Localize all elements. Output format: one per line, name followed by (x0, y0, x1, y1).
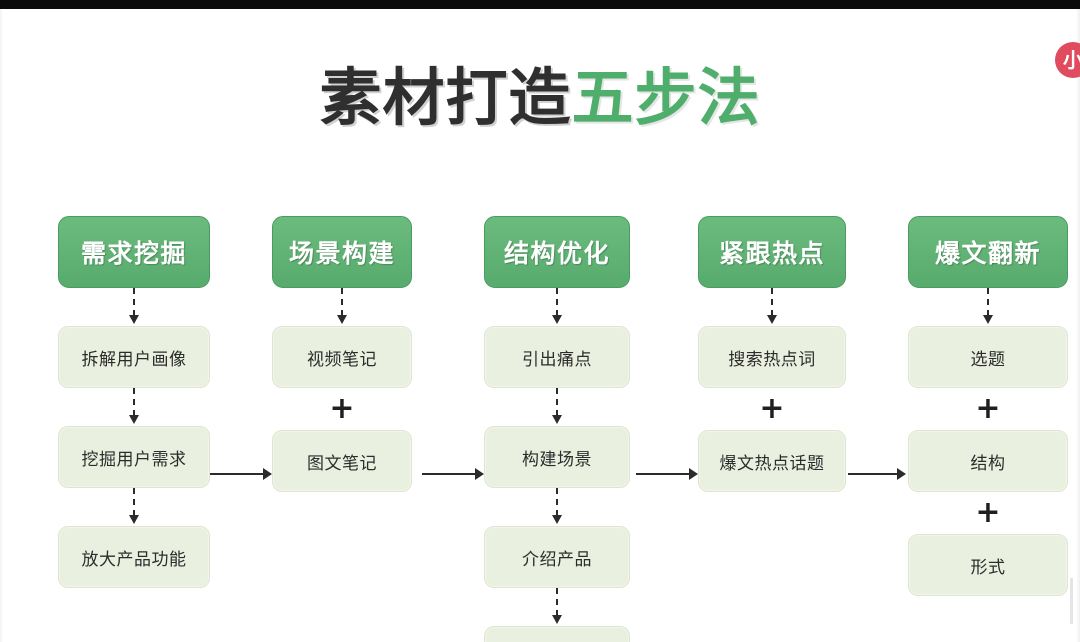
step-arrow-head-icon (475, 468, 484, 480)
sub-step-box[interactable]: 选题 (908, 326, 1068, 388)
arrow-head-icon (129, 315, 139, 324)
flow-column-2: 场景构建视频笔记+ 图文笔记 (272, 216, 412, 492)
step-arrow-head-icon (897, 468, 906, 480)
step-arrow-2-3 (422, 468, 484, 480)
step-head-box-3[interactable]: 结构优化 (484, 216, 630, 288)
arrow-head-icon (767, 315, 777, 324)
step-arrow-head-icon (689, 468, 698, 480)
arrow-stem (341, 288, 343, 316)
page-title-accent-part: 五步法 (571, 61, 761, 134)
step-arrow-line (636, 473, 690, 475)
step-arrow-1-2 (210, 468, 272, 480)
arrow-stem (556, 588, 558, 616)
vertical-dashed-arrow-icon (983, 288, 993, 326)
vertical-dashed-arrow-icon (337, 288, 347, 326)
top-letterbox-bar (0, 0, 1080, 9)
arrow-stem (133, 288, 135, 316)
vertical-dashed-arrow-icon (129, 288, 139, 326)
plus-connector-icon: + (759, 391, 785, 426)
page-edge-left (0, 9, 3, 642)
flow-diagram: 需求挖掘拆解用户画像挖掘用户需求放大产品功能场景构建视频笔记+图文笔记结构优化引… (0, 216, 1080, 642)
step-head-box-2[interactable]: 场景构建 (272, 216, 412, 288)
sub-step-box[interactable]: 拆解用户画像 (58, 326, 210, 388)
sub-step-box[interactable]: 构建场景 (484, 426, 630, 488)
step-head-box-5[interactable]: 爆文翻新 (908, 216, 1068, 288)
arrow-stem (133, 388, 135, 416)
page-title: 素材打造五步法 (0, 62, 1080, 134)
arrow-head-icon (337, 315, 347, 324)
arrow-head-icon (129, 515, 139, 524)
sub-step-box[interactable]: 论述效果 (484, 626, 630, 642)
arrow-head-icon (129, 415, 139, 424)
edge-artifact (1070, 578, 1073, 624)
arrow-stem (771, 288, 773, 316)
page-edge-right (1076, 9, 1080, 642)
sub-step-box[interactable]: 介绍产品 (484, 526, 630, 588)
plus-connector-icon: + (975, 495, 1001, 530)
vertical-dashed-arrow-icon (552, 488, 562, 526)
brand-badge-icon: 小 (1055, 42, 1080, 78)
flow-column-5: 爆文翻新选题+结构+形式 (908, 216, 1068, 596)
step-arrow-3-4 (636, 468, 698, 480)
vertical-dashed-arrow-icon (129, 488, 139, 526)
sub-step-box[interactable]: 搜索热点词 (698, 326, 846, 388)
step-arrow-line (422, 473, 476, 475)
sub-step-box[interactable]: 图文笔记 (272, 430, 412, 492)
arrow-stem (556, 488, 558, 516)
sub-step-box[interactable]: 放大产品功能 (58, 526, 210, 588)
step-arrow-line (210, 473, 264, 475)
arrow-head-icon (983, 315, 993, 324)
flow-column-3: 结构优化引出痛点构建场景介绍产品论述效果 (484, 216, 630, 642)
step-head-box-1[interactable]: 需求挖掘 (58, 216, 210, 288)
step-arrow-4-5 (848, 468, 906, 480)
sub-step-box[interactable]: 视频笔记 (272, 326, 412, 388)
arrow-stem (133, 488, 135, 516)
vertical-dashed-arrow-icon (129, 388, 139, 426)
vertical-dashed-arrow-icon (552, 588, 562, 626)
arrow-head-icon (552, 515, 562, 524)
arrow-head-icon (552, 615, 562, 624)
step-head-box-4[interactable]: 紧跟热点 (698, 216, 846, 288)
flow-column-1: 需求挖掘拆解用户画像挖掘用户需求放大产品功能 (58, 216, 210, 588)
sub-step-box[interactable]: 爆文热点话题 (698, 430, 846, 492)
arrow-stem (556, 388, 558, 416)
plus-connector-icon: + (975, 391, 1001, 426)
page-title-dark-part: 素材打造 (319, 61, 572, 134)
arrow-head-icon (552, 315, 562, 324)
vertical-dashed-arrow-icon (767, 288, 777, 326)
flow-column-4: 紧跟热点搜索热点词+ 爆文热点话题 (698, 216, 846, 492)
plus-connector-icon: + (329, 391, 355, 426)
sub-step-box[interactable]: 形式 (908, 534, 1068, 596)
vertical-dashed-arrow-icon (552, 288, 562, 326)
step-arrow-head-icon (263, 468, 272, 480)
sub-step-box[interactable]: 引出痛点 (484, 326, 630, 388)
arrow-head-icon (552, 415, 562, 424)
arrow-stem (987, 288, 989, 316)
vertical-dashed-arrow-icon (552, 388, 562, 426)
sub-step-box[interactable]: 挖掘用户需求 (58, 426, 210, 488)
sub-step-box[interactable]: 结构 (908, 430, 1068, 492)
step-arrow-line (848, 473, 898, 475)
arrow-stem (556, 288, 558, 316)
